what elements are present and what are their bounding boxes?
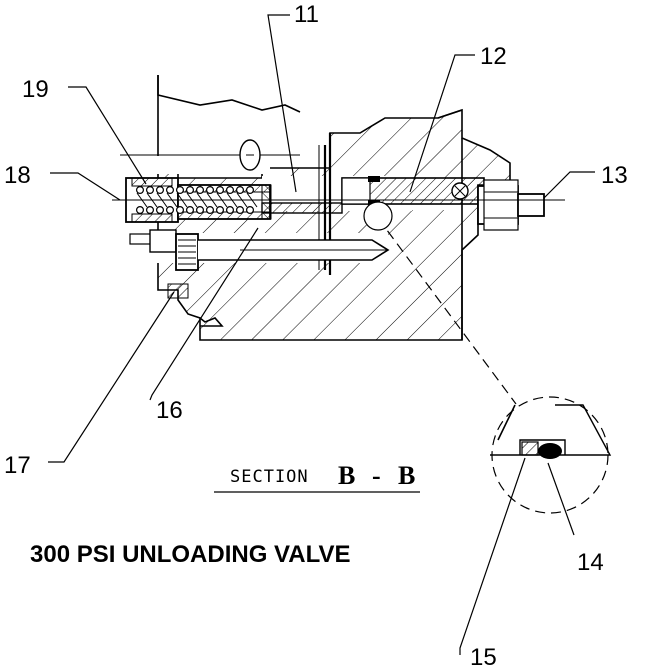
section-word: SECTION — [230, 467, 309, 487]
callout-15: 15 — [470, 644, 497, 665]
callout-12: 12 — [480, 43, 507, 70]
section-id-right: B — [398, 461, 415, 490]
leader-19 — [68, 86, 147, 185]
callout-19: 19 — [22, 76, 49, 103]
drawing-title: 300 PSI UNLOADING VALVE — [30, 541, 351, 568]
section-dash: - — [372, 461, 381, 490]
leader-11 — [267, 14, 297, 193]
leader-14 — [547, 462, 575, 536]
detail-view — [363, 201, 612, 514]
callout-11: 11 — [294, 1, 319, 28]
leader-15 — [459, 457, 526, 655]
outlet-fitting — [477, 179, 545, 231]
section-label: SECTION B - B — [214, 461, 420, 493]
leader-12 — [409, 54, 475, 193]
callout-labels: 11 12 13 14 15 16 17 18 19 — [4, 1, 628, 665]
center-lines — [112, 139, 565, 251]
leader-13 — [543, 171, 595, 199]
leader-17 — [48, 291, 175, 463]
spring-coils — [136, 186, 258, 215]
callout-14: 14 — [577, 549, 604, 576]
callout-16: 16 — [156, 397, 183, 424]
leader-lines — [48, 14, 595, 655]
leader-16 — [149, 227, 259, 401]
callout-13: 13 — [601, 162, 628, 189]
leader-18 — [50, 172, 121, 201]
section-id-left: B — [338, 461, 355, 490]
callout-17: 17 — [4, 452, 31, 479]
callout-18: 18 — [4, 162, 31, 189]
